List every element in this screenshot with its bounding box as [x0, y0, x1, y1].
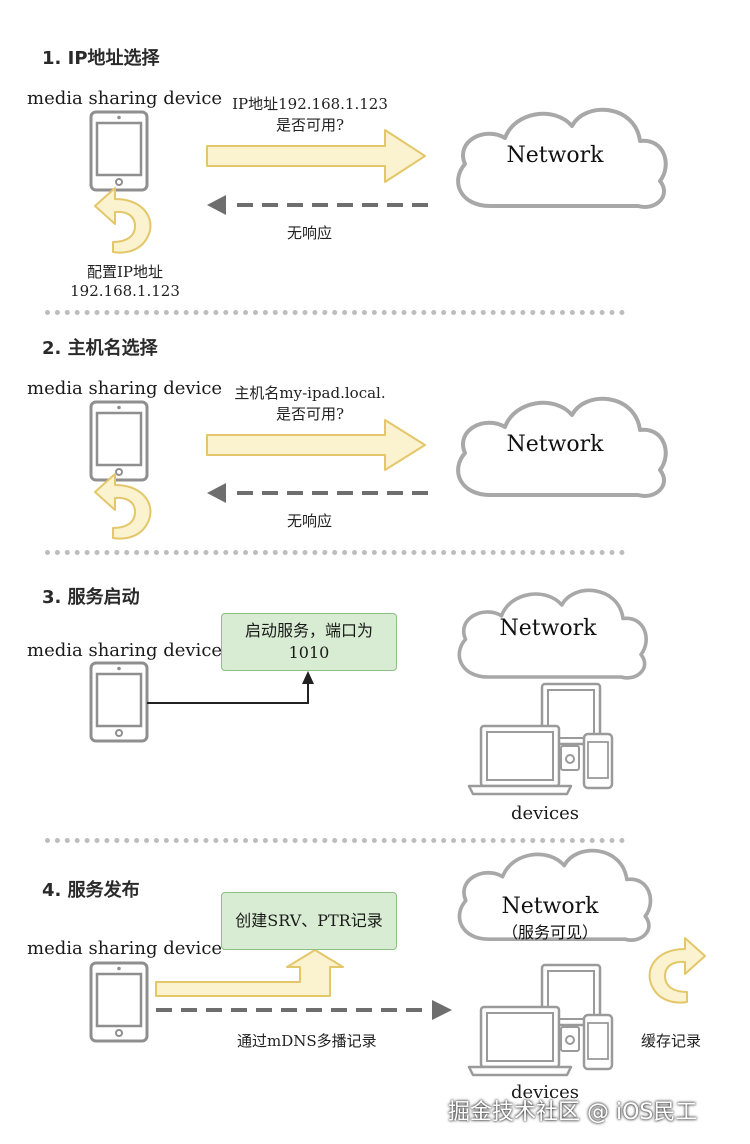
s3-box-line1: 启动服务，端口为	[244, 621, 373, 641]
s4-cache-label: 缓存记录	[641, 1032, 702, 1050]
s2-heading: 2. 主机名选择	[42, 338, 158, 359]
s4-cloud-sublabel: （服务可见）	[501, 923, 598, 942]
s2-request-line2: 是否可用?	[275, 405, 345, 423]
s1-request-line1: IP地址192.168.1.123	[232, 95, 388, 113]
s2-forward-arrow-icon	[206, 419, 426, 471]
s4-devices-icon	[467, 963, 614, 1077]
s4-create-records-box: 创建SRV、PTR记录	[221, 892, 397, 950]
s4-broadcast-label: 通过mDNS多播记录	[237, 1032, 377, 1050]
s2-cycle-arrow-icon	[94, 473, 152, 540]
s1-request-text: IP地址192.168.1.123 是否可用?	[215, 93, 405, 135]
s1-tablet-icon	[89, 110, 149, 192]
section-separator	[45, 310, 625, 315]
s1-cycle-arrow-icon	[94, 187, 152, 254]
s4-device-label: media sharing device	[27, 938, 223, 959]
s3-tablet-icon	[89, 661, 149, 743]
s2-dashed-arrow-icon	[207, 483, 428, 503]
s4-tablet-icon	[89, 961, 149, 1043]
s1-request-line2: 是否可用?	[275, 116, 345, 134]
s2-response-label: 无响应	[287, 512, 333, 530]
s1-forward-arrow-icon	[206, 129, 426, 183]
s1-dashed-arrow-icon	[207, 195, 428, 215]
s4-heading: 4. 服务发布	[42, 880, 140, 901]
s3-connector-arrow	[147, 671, 314, 704]
s1-cloud-label: Network	[506, 143, 604, 168]
s1-device-label: media sharing device	[27, 88, 223, 109]
s4-cycle-arrow-icon	[648, 937, 706, 1004]
s1-self-action-line2: 192.168.1.123	[70, 282, 180, 300]
s3-devices-label: devices	[510, 803, 580, 824]
s3-start-service-box: 启动服务，端口为 1010	[221, 613, 397, 671]
s2-request-line1: 主机名my-ipad.local.	[234, 384, 386, 402]
s2-cloud-label: Network	[506, 432, 604, 457]
s1-response-label: 无响应	[287, 224, 333, 242]
s2-tablet-icon	[89, 400, 149, 482]
section-separator	[45, 838, 625, 843]
section-separator	[45, 550, 625, 555]
s4-dashed-arrow-icon	[156, 1000, 452, 1020]
s4-elbow-arrow-icon	[155, 949, 344, 997]
s2-device-label: media sharing device	[27, 378, 223, 399]
s3-heading: 3. 服务启动	[42, 587, 140, 608]
s2-request-text: 主机名my-ipad.local. 是否可用?	[210, 382, 410, 424]
s3-cloud-label: Network	[499, 616, 597, 641]
watermark: 掘金技术社区 @ iOS民工	[448, 1100, 698, 1125]
s3-devices-icon	[467, 682, 614, 796]
s1-heading: 1. IP地址选择	[42, 48, 160, 69]
s3-box-line2: 1010	[288, 643, 330, 662]
s4-devices-label: devices	[510, 1082, 580, 1103]
s1-self-action: 配置IP地址 192.168.1.123	[60, 261, 190, 300]
s3-device-label: media sharing device	[27, 640, 223, 661]
s4-cloud-label: Network	[501, 894, 599, 919]
s1-self-action-line1: 配置IP地址	[86, 263, 164, 281]
